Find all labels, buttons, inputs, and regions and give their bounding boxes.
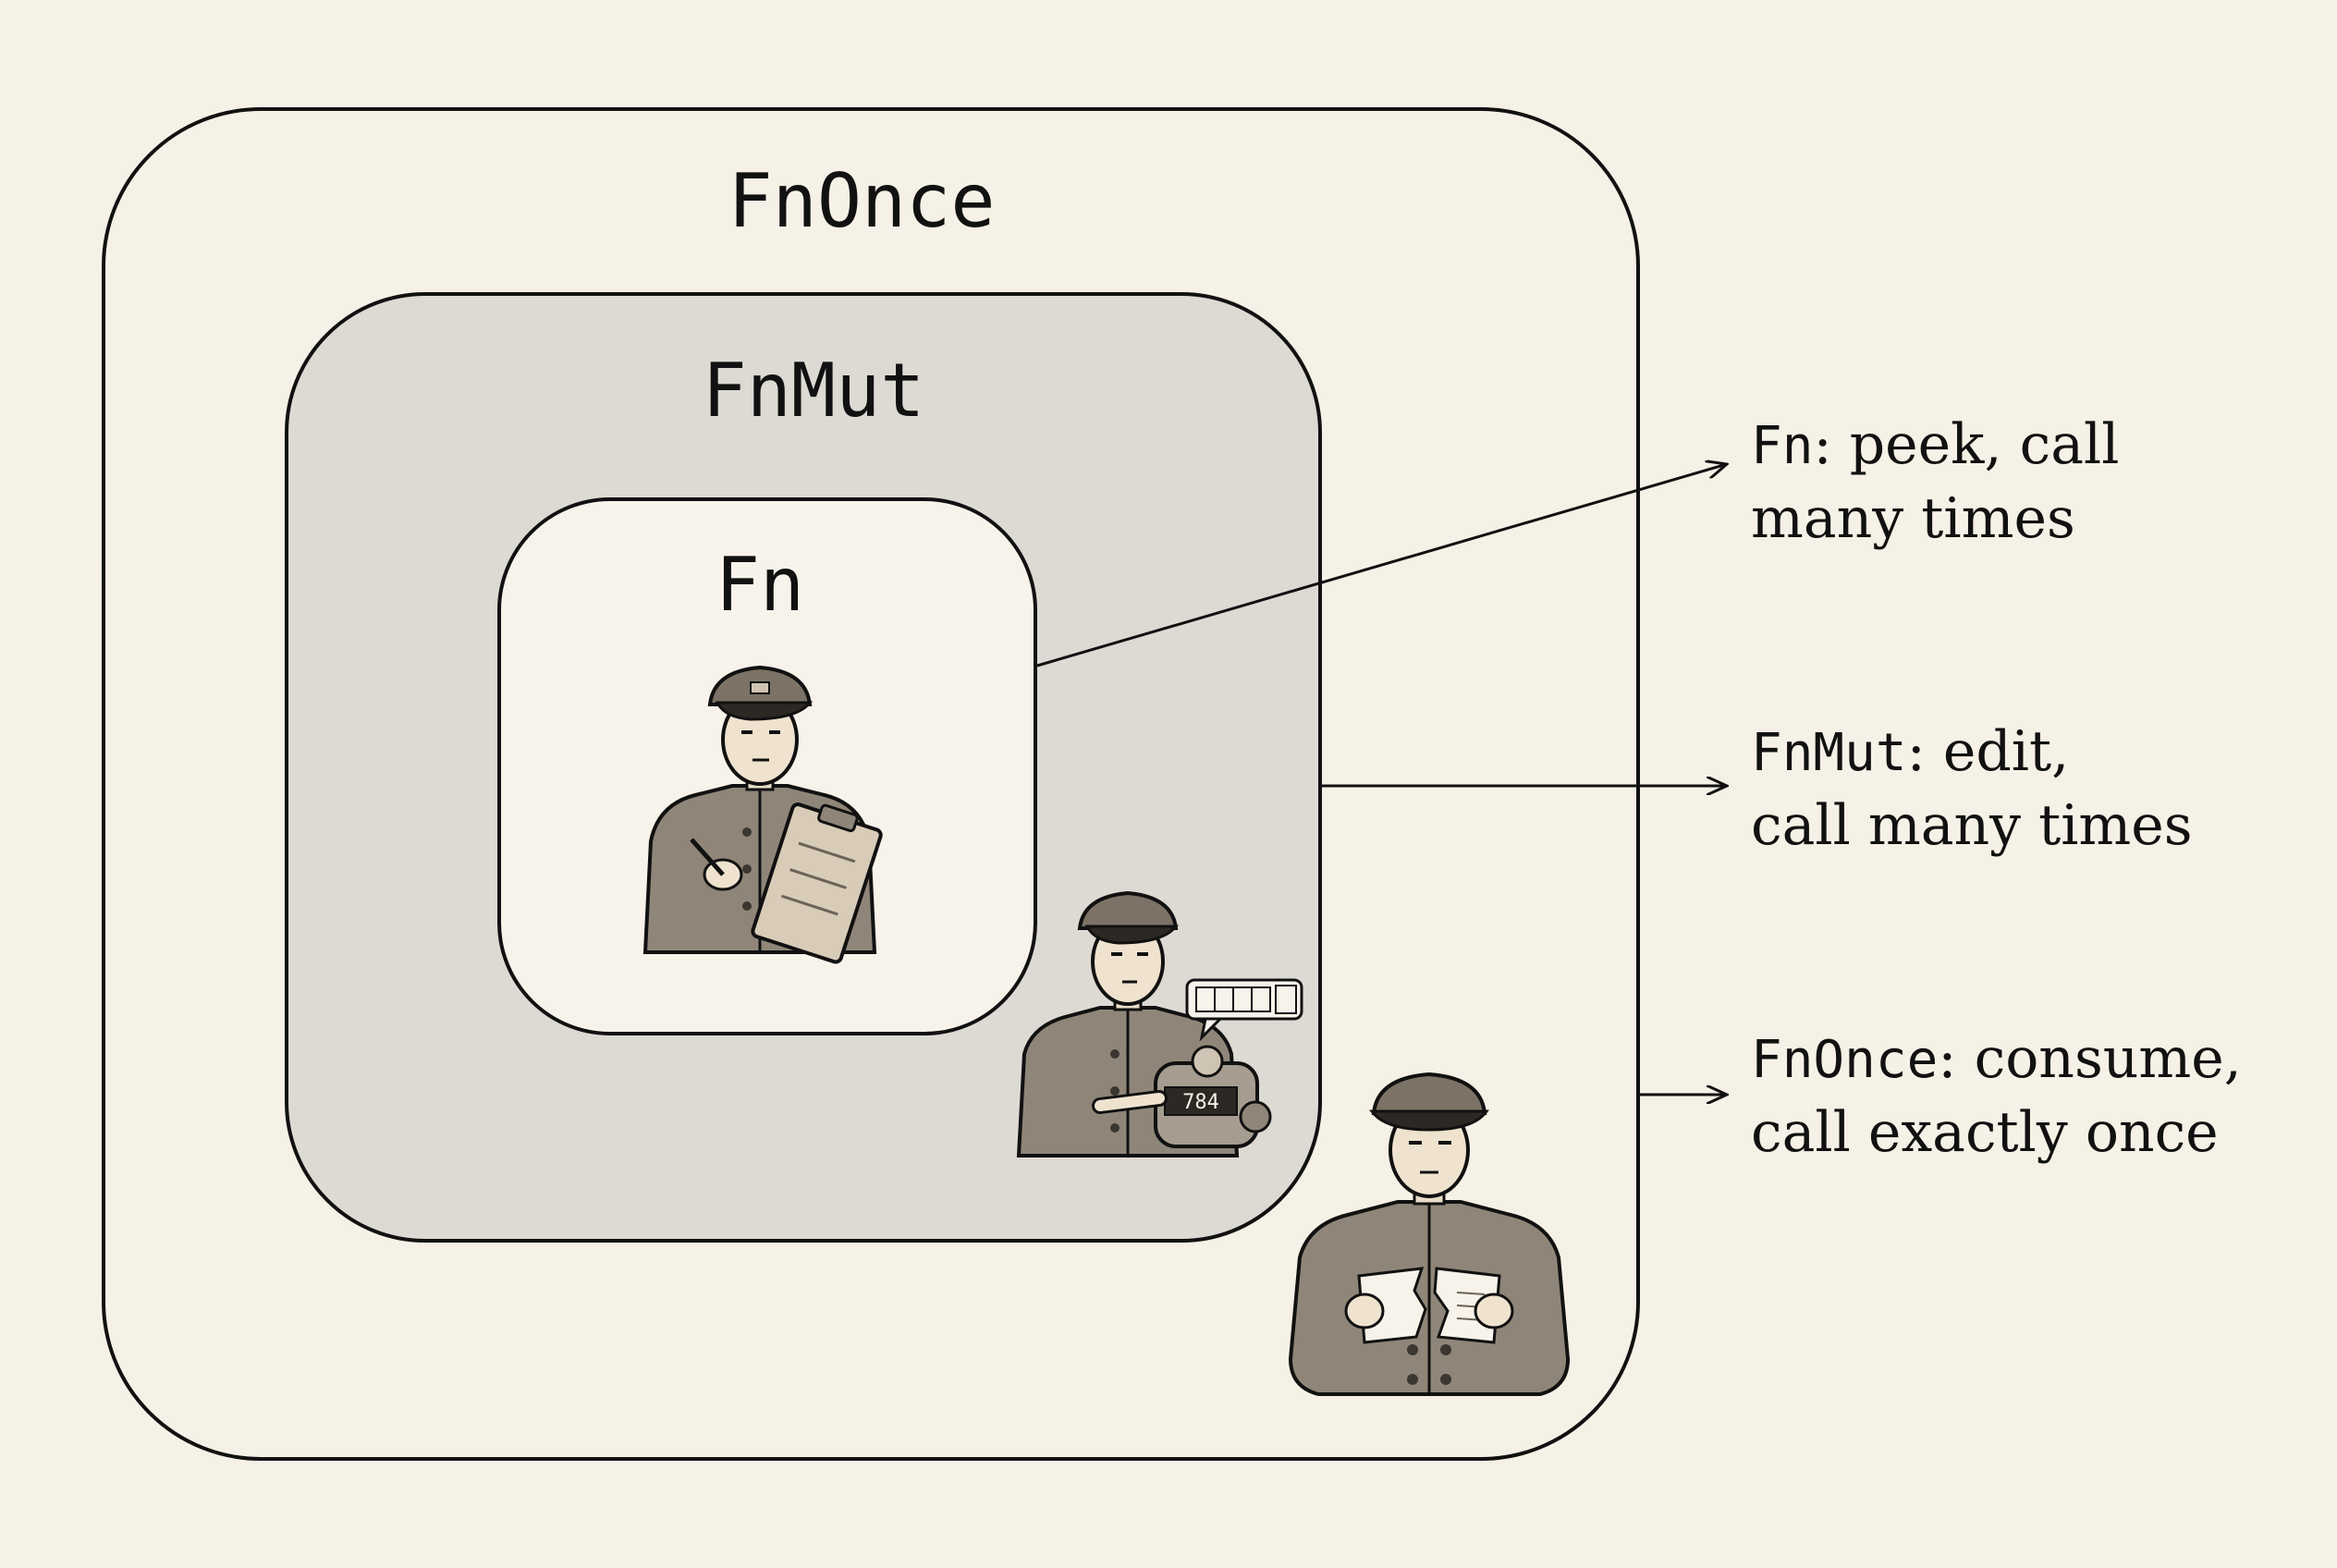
fnonce-note-code: FnOnce <box>1751 1030 1939 1090</box>
fnmut-note-line2: call many times <box>1751 793 2193 858</box>
fnonce-note-line1: FnOnce: consume, <box>1751 1023 2242 1096</box>
fn-note-line1: Fn: peek, call <box>1751 409 2119 483</box>
fnonce-box-label: FnOnce <box>728 158 996 244</box>
fn-note-code: Fn <box>1751 416 1814 476</box>
fnmut-note: FnMut: edit, call many times <box>1751 716 2193 862</box>
fn-box-label: Fn <box>716 542 804 628</box>
fn-note-text: : peek, call <box>1813 412 2120 477</box>
fnonce-note: FnOnce: consume, call exactly once <box>1751 1023 2242 1169</box>
counter-display: 784 <box>1182 1091 1219 1114</box>
conductor-with-clipboard-icon <box>642 665 883 964</box>
conductor-tearing-ticket-icon <box>1288 1072 1571 1396</box>
fnonce-note-line2: call exactly once <box>1751 1100 2219 1165</box>
fn-note: Fn: peek, call many times <box>1751 409 2119 555</box>
fn-note-line2: many times <box>1751 486 2075 551</box>
fn-note-arrow <box>1036 464 1727 668</box>
fnonce-note-text: : consume, <box>1938 1026 2242 1091</box>
conductor-with-counter-icon: 784 <box>1016 890 1303 1158</box>
fnmut-note-text: : edit, <box>1906 719 2070 784</box>
fnmut-note-line1: FnMut: edit, <box>1751 716 2193 790</box>
fnmut-note-code: FnMut <box>1751 723 1907 783</box>
fnmut-box-label: FnMut <box>703 348 925 434</box>
